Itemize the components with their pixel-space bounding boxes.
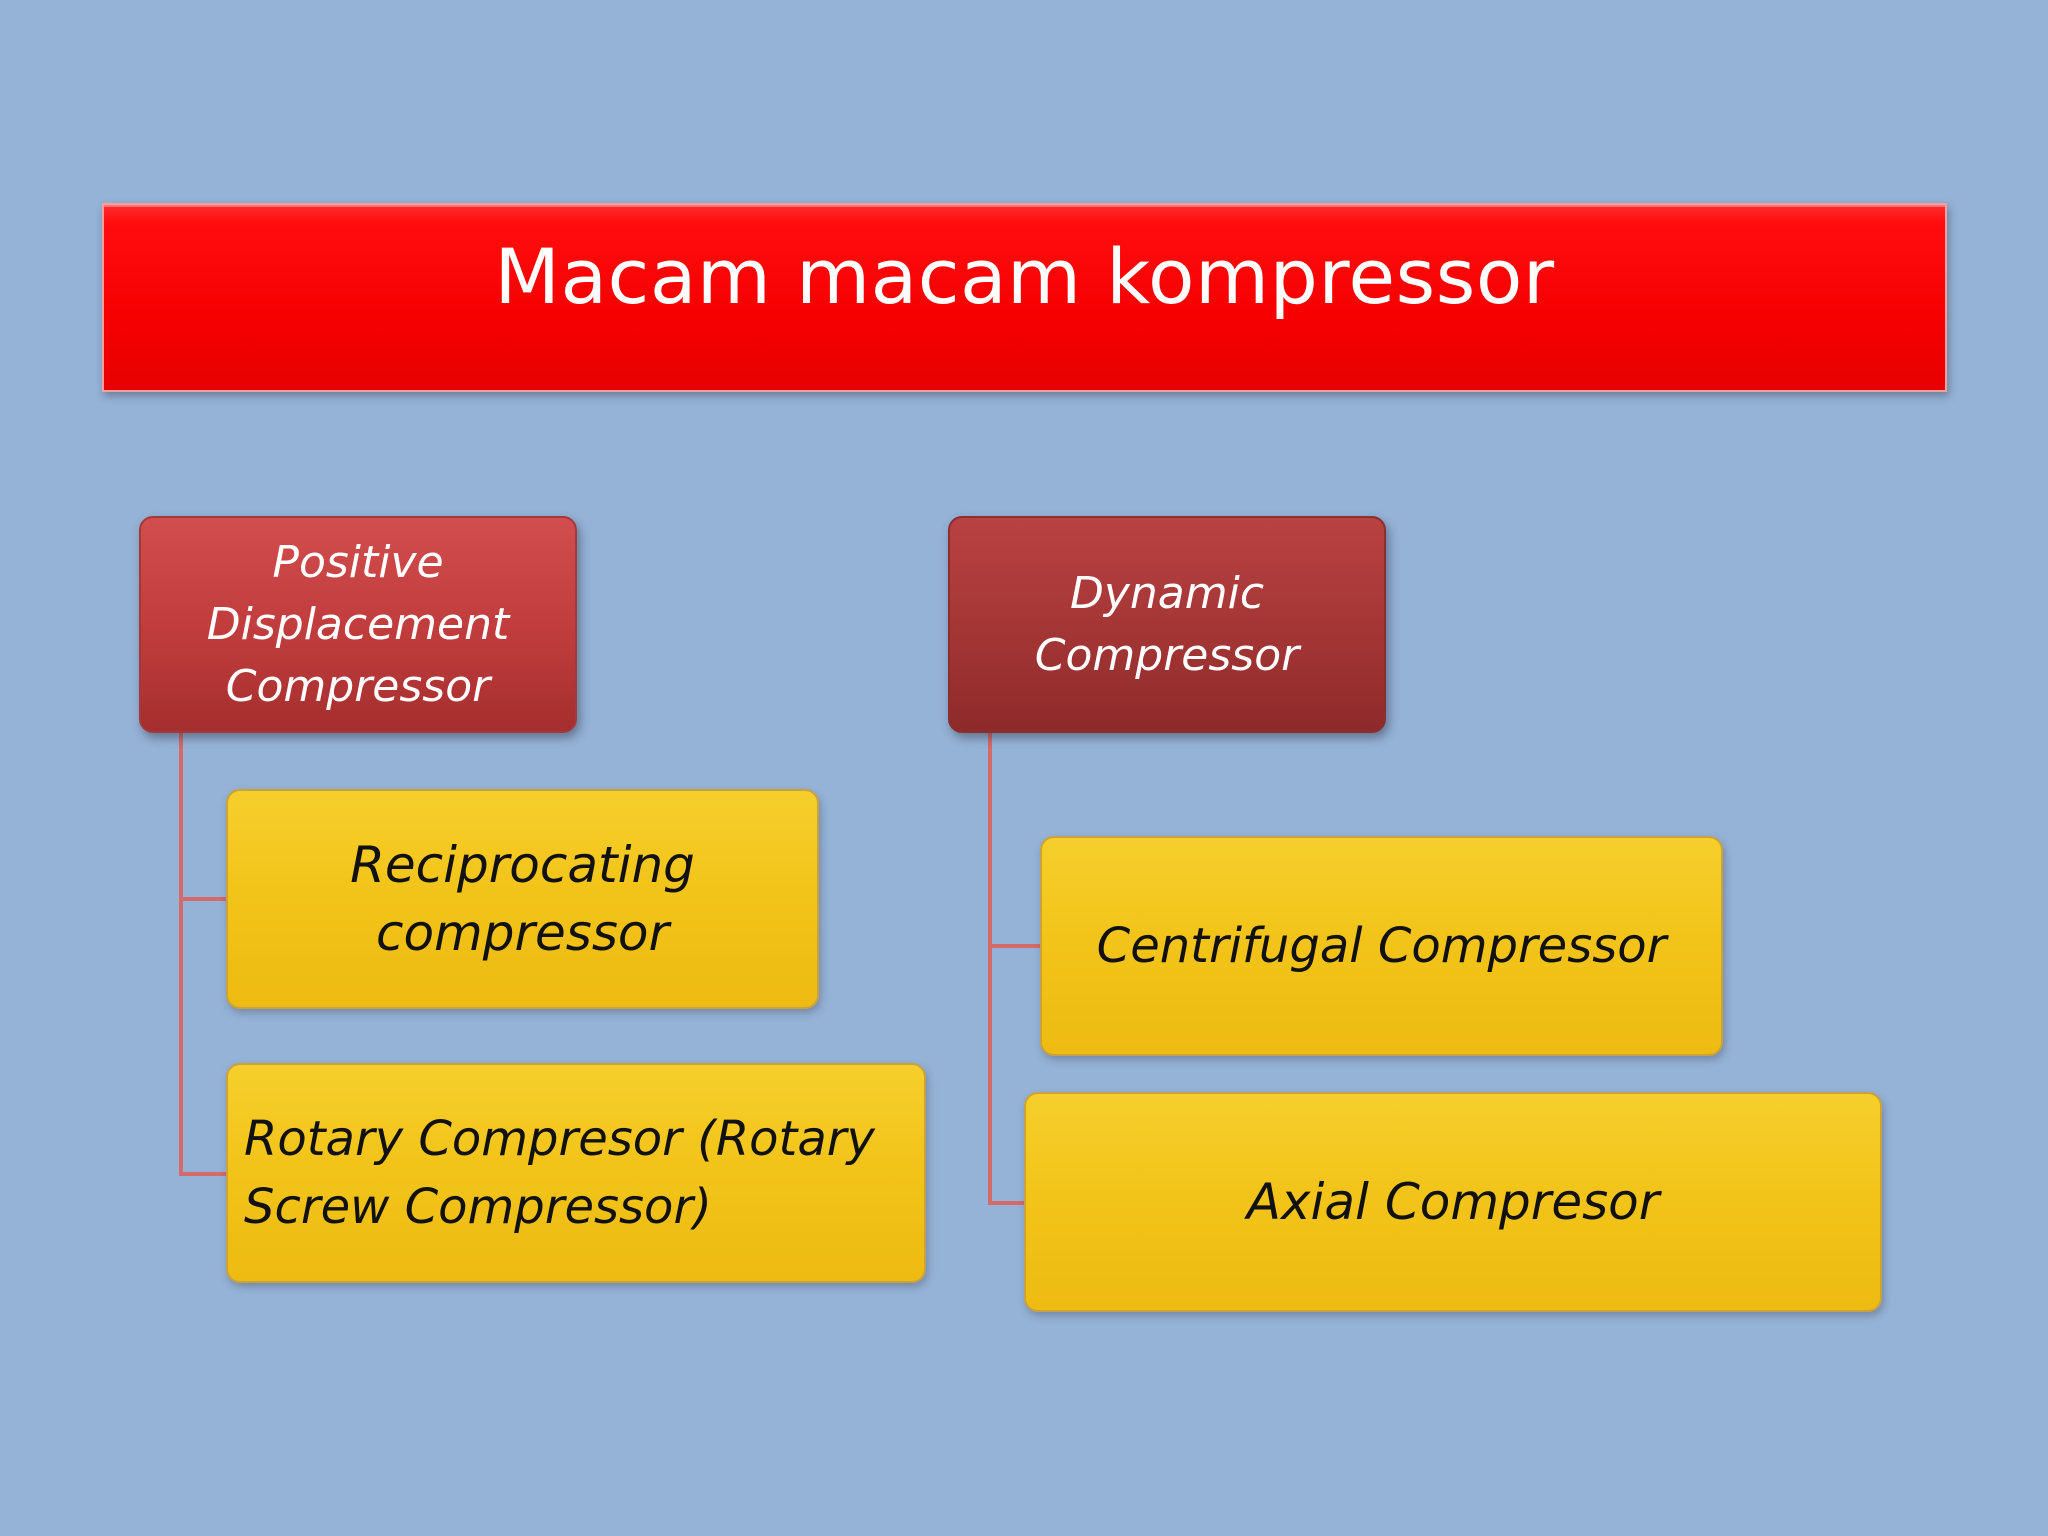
connector-right-vertical [988,733,992,1205]
connector-right-centri [988,944,1040,948]
connector-right-axial [988,1201,1024,1205]
node-dynamic: Dynamic Compressor [948,516,1386,733]
node-reciprocating: Reciprocating compressor [226,789,819,1009]
node-centrifugal: Centrifugal Compressor [1040,836,1723,1056]
node-rotary-label: Rotary Compresor (Rotary Screw Compresso… [244,1111,875,1235]
node-positive-displacement-label: Positive Displacement Compressor [206,536,510,712]
node-centrifugal-label: Centrifugal Compressor [1096,918,1667,974]
node-axial-label: Axial Compresor [1246,1173,1660,1231]
node-positive-displacement: Positive Displacement Compressor [139,516,577,733]
node-rotary: Rotary Compresor (Rotary Screw Compresso… [226,1063,926,1283]
title-bar: Macam macam kompressor [102,203,1947,392]
connector-left-vertical [179,733,183,1176]
connector-left-recip [179,897,226,901]
node-reciprocating-label: Reciprocating compressor [350,836,695,962]
page-title: Macam macam kompressor [494,232,1555,321]
connector-left-rotary [179,1172,226,1176]
node-dynamic-label: Dynamic Compressor [1034,567,1300,681]
node-axial: Axial Compresor [1024,1092,1882,1312]
